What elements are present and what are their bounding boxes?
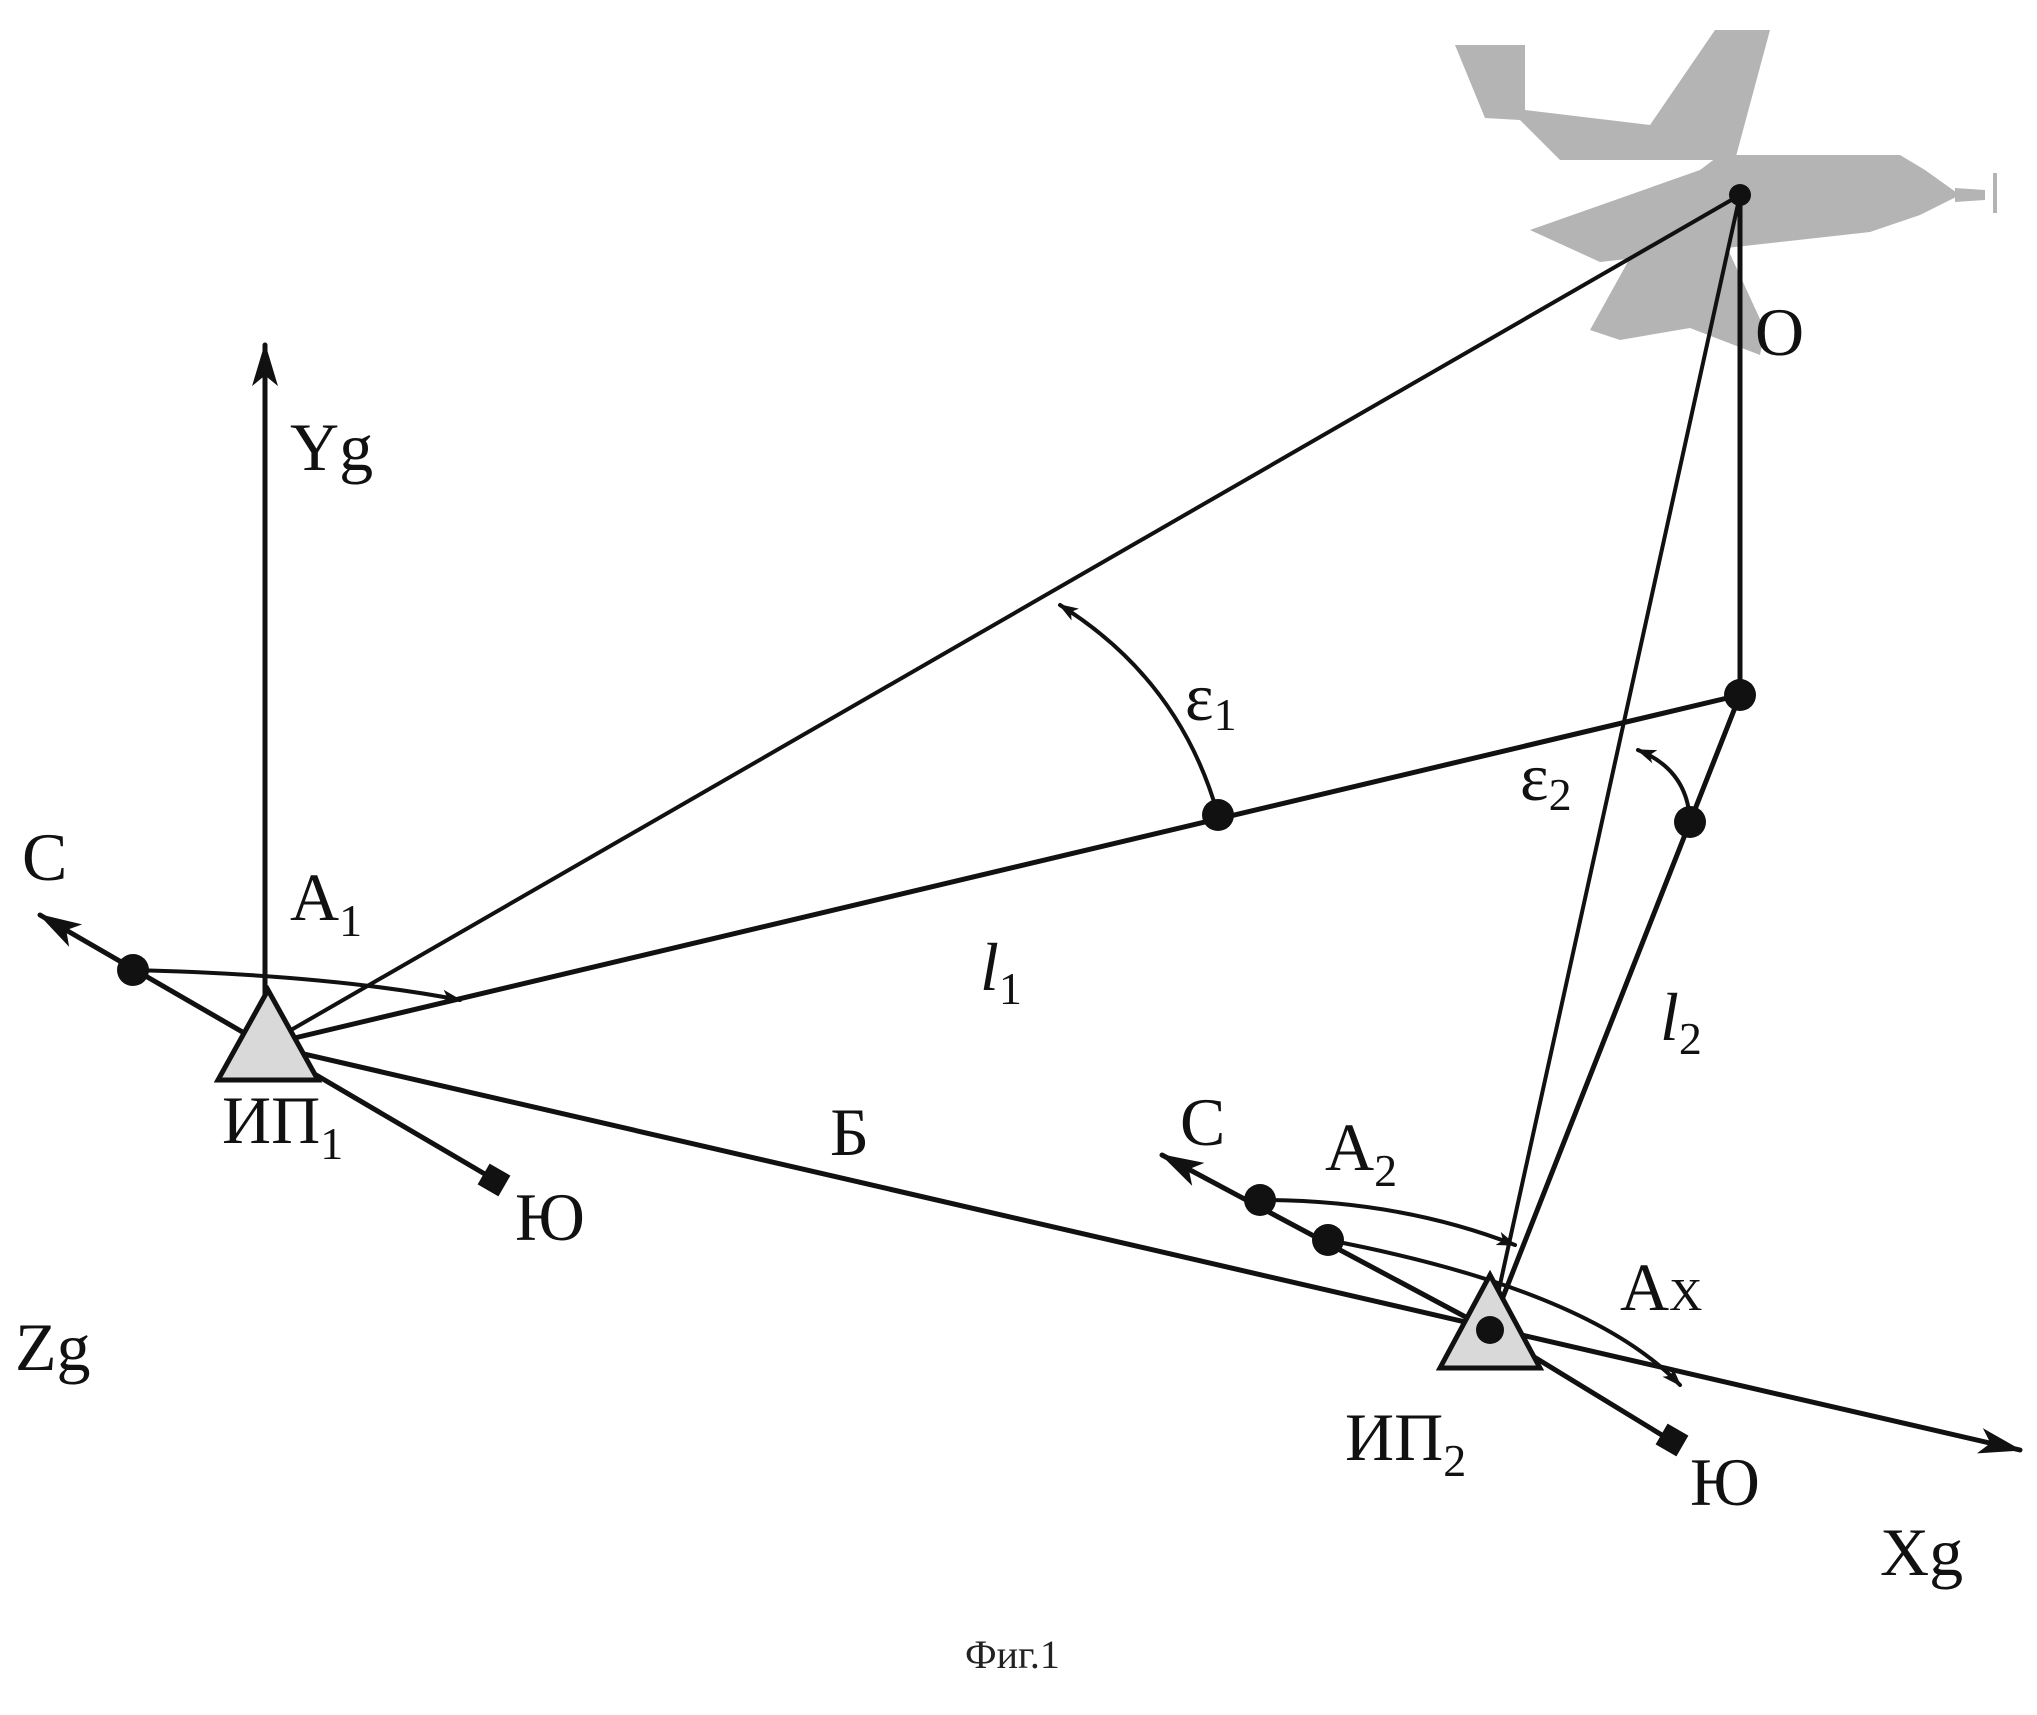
label-zg: Zg xyxy=(15,1309,91,1385)
point-north-ip2-inner xyxy=(1312,1224,1344,1256)
label-south-ip2: Ю xyxy=(1690,1444,1760,1520)
label-eps2: ε2 xyxy=(1520,739,1572,820)
azimuth-arc-a1 xyxy=(131,968,462,1004)
label-north-ip1: С xyxy=(22,819,67,895)
l1-projection xyxy=(262,692,1743,1048)
point-eps2 xyxy=(1674,806,1706,838)
points xyxy=(117,184,1756,1457)
point-vertical-foot xyxy=(1724,679,1756,711)
label-base-b: Б xyxy=(830,1094,869,1170)
elevation-arc-eps1 xyxy=(1058,603,1220,817)
point-eps1 xyxy=(1202,799,1234,831)
station-ip1-icon xyxy=(213,984,323,1083)
labels: Yg Zg Xg O С С A1 A2 AX ИП1 ИП2 Ю Ю Б l1… xyxy=(15,294,1963,1677)
south-marker-ip2 xyxy=(1655,1423,1689,1457)
label-south-ip1: Ю xyxy=(515,1179,585,1255)
point-ip2 xyxy=(1476,1316,1504,1344)
l2-projection xyxy=(1487,692,1743,1333)
label-north-ip2: С xyxy=(1180,1084,1225,1160)
label-ax: AX xyxy=(1620,1249,1702,1325)
aircraft-silhouette-icon xyxy=(1455,30,1997,355)
azimuth-arc-a2 xyxy=(1258,1198,1517,1247)
label-l1: l1 xyxy=(980,929,1022,1014)
label-eps1: ε1 xyxy=(1185,659,1237,740)
figure-caption: Фиг.1 xyxy=(965,1632,1060,1677)
label-ip2: ИП2 xyxy=(1345,1399,1466,1486)
north-direction-ip1 xyxy=(37,912,268,1048)
xg-axis xyxy=(262,1042,2023,1454)
label-a2: A2 xyxy=(1325,1109,1397,1196)
sight-line-ip2 xyxy=(1488,193,1742,1332)
label-l2: l2 xyxy=(1660,979,1702,1064)
label-xg: Xg xyxy=(1880,1514,1963,1590)
label-a1: A1 xyxy=(290,859,362,946)
point-o xyxy=(1729,184,1751,206)
sight-line-ip1 xyxy=(263,193,1742,1047)
label-ip1: ИП1 xyxy=(222,1082,343,1169)
label-yg: Yg xyxy=(290,409,373,485)
azimuth-arc-ax xyxy=(1326,1238,1682,1387)
south-marker-ip1 xyxy=(477,1163,511,1197)
point-north-ip2-outer xyxy=(1244,1184,1276,1216)
label-o: O xyxy=(1755,294,1804,370)
point-north-ip1 xyxy=(117,954,149,986)
geometry-lines xyxy=(37,192,2023,1454)
